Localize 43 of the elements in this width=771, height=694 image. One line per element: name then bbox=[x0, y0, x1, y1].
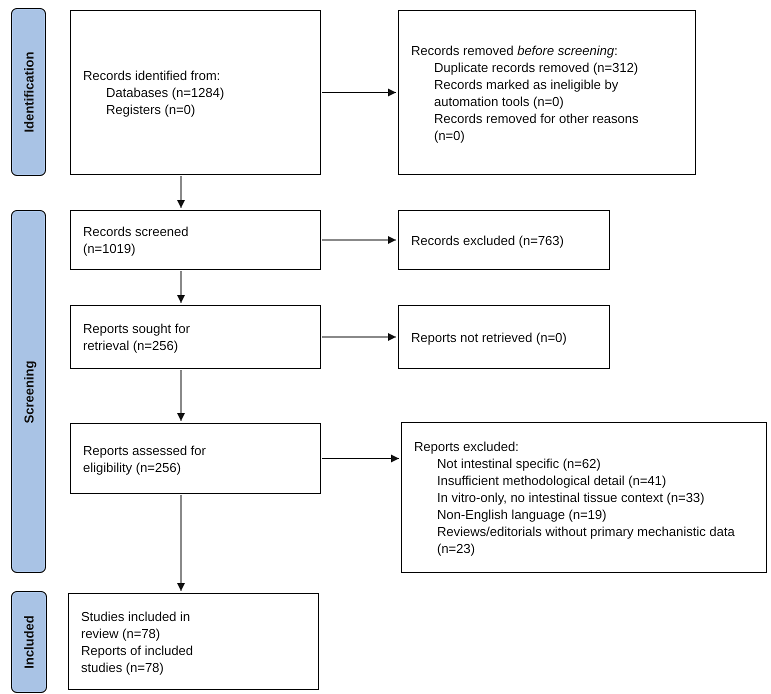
box-text: Records excluded (n=763) bbox=[411, 232, 565, 248]
arrow bbox=[177, 176, 185, 208]
box-text: Duplicate records removed (n=312) bbox=[433, 58, 640, 76]
box-text: Registers (n=0) bbox=[105, 101, 196, 118]
box-text: Reports sought for retrieval (n=256) bbox=[83, 320, 191, 354]
process-box bbox=[398, 210, 610, 270]
arrow bbox=[322, 88, 396, 96]
box-text: Non-English language (n=19) bbox=[436, 506, 608, 523]
process-box bbox=[398, 10, 696, 175]
box-text: Reports of included studies (n=78) bbox=[81, 642, 194, 676]
arrow bbox=[177, 270, 185, 304]
box-text: Reports not retrieved (n=0) bbox=[411, 328, 568, 346]
phase-band bbox=[11, 8, 46, 176]
phase-band bbox=[11, 210, 46, 573]
box-text: Records screened (n=1019) bbox=[83, 223, 190, 257]
arrow bbox=[322, 454, 400, 462]
box-text: Studies included in review (n=78) bbox=[81, 608, 192, 642]
box-text: Not intestinal specific (n=62) bbox=[436, 455, 602, 472]
box-text: Databases (n=1284) bbox=[105, 84, 226, 101]
process-box bbox=[401, 422, 767, 573]
arrow bbox=[177, 370, 185, 422]
box-text: Records marked as ineligible by automation tools (n=0) bbox=[433, 76, 620, 110]
box-text: Records removed for other reasons (n=0) bbox=[433, 110, 640, 144]
box-text: Reports excluded: bbox=[414, 438, 520, 455]
arrow bbox=[322, 333, 396, 341]
process-box bbox=[70, 10, 321, 175]
arrow bbox=[177, 494, 185, 592]
phase-band bbox=[11, 591, 47, 693]
process-box bbox=[70, 423, 321, 494]
box-text: In vitro-only, no intestinal tissue context (n=33) bbox=[436, 489, 706, 506]
box-text: Reviews/editorials without primary mechanistic data (n=23) bbox=[436, 523, 736, 557]
phase-label: Included bbox=[22, 615, 36, 669]
arrow bbox=[322, 236, 396, 244]
process-box bbox=[70, 305, 321, 369]
box-text: Insufficient methodological detail (n=41) bbox=[436, 472, 668, 489]
process-box bbox=[70, 210, 321, 270]
process-box bbox=[398, 305, 610, 369]
box-text: Reports assessed for eligibility (n=256) bbox=[83, 442, 207, 476]
process-box bbox=[68, 593, 319, 690]
box-text: Records removed before screening: bbox=[411, 42, 619, 58]
phase-label: Identification bbox=[21, 52, 36, 132]
phase-label: Screening bbox=[21, 360, 36, 423]
box-text: Records identified from: bbox=[83, 67, 222, 84]
